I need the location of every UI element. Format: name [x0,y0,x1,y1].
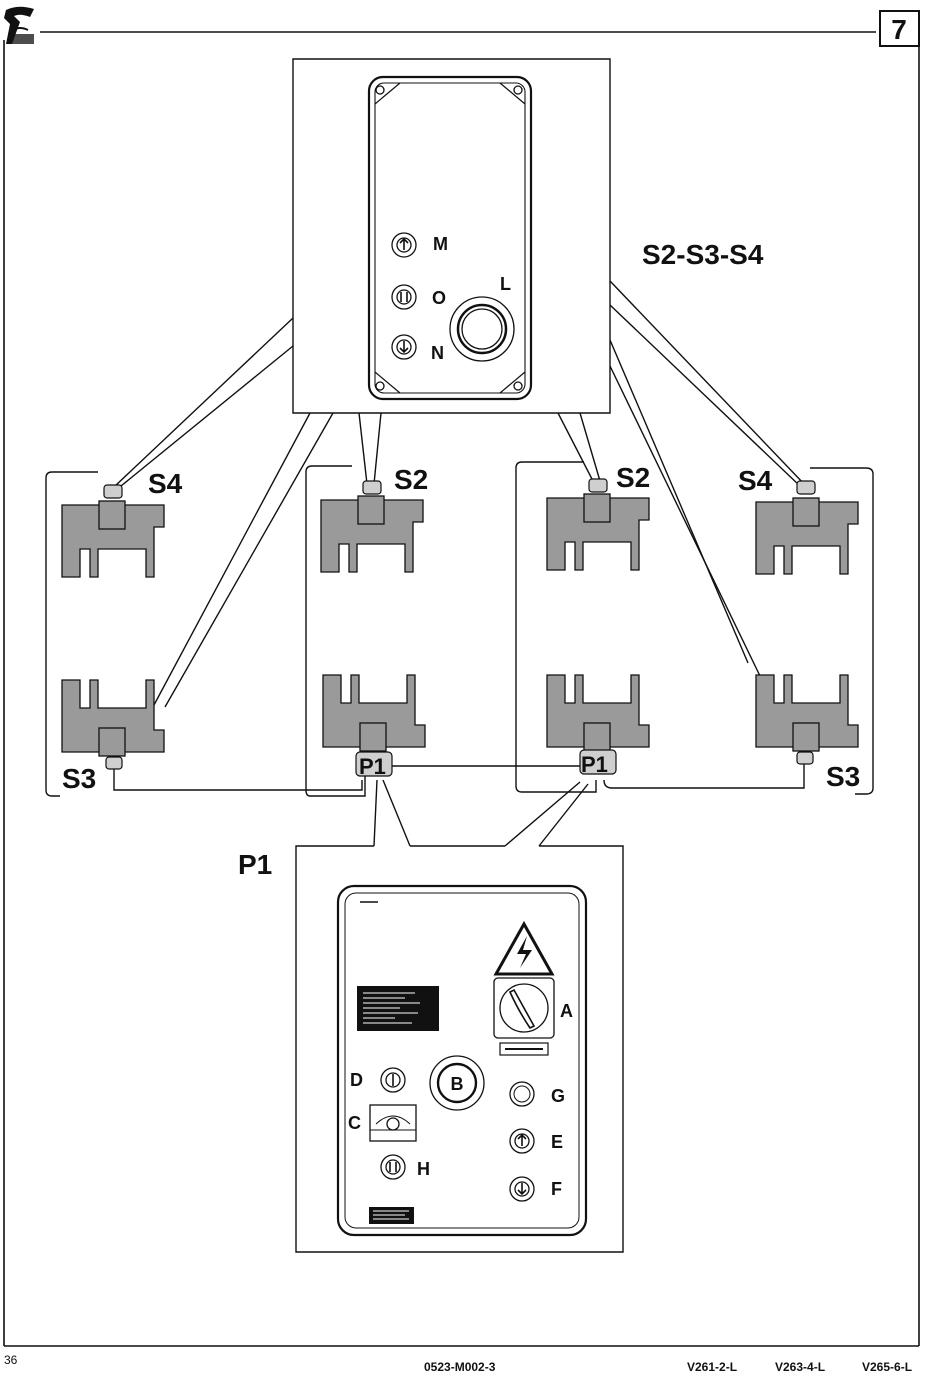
remote-control-box: M O N L [293,59,610,413]
label-s3-left: S3 [62,763,96,794]
label-a: A [560,1001,573,1021]
label-h: H [417,1159,430,1179]
sensor-s3-left [62,680,164,756]
panel-title: P1 [238,849,272,880]
sensor-s3-right [756,675,858,751]
sensor-p1-midleft [323,675,425,751]
button-label-o: O [432,288,446,308]
sensor-p1-midright [547,675,649,751]
model-code-2: V263-4-L [775,1360,825,1374]
label-s3-right: S3 [826,761,860,792]
control-panel: A D B G C E H [296,846,623,1252]
button-label-m: M [433,234,448,254]
page-number: 36 [4,1353,18,1367]
up-button[interactable] [392,233,416,257]
meter-c [370,1105,416,1141]
sensor-s4-right [756,498,858,574]
info-plate [357,986,439,1031]
label-p1-left: P1 [359,754,386,779]
connector [589,479,607,492]
stop-button-b[interactable]: B [430,1056,484,1110]
connector [104,485,122,498]
indicator-g [510,1082,534,1106]
connector [363,481,381,494]
model-code-3: V265-6-L [862,1360,912,1374]
button-label-n: N [431,343,444,363]
page-badge-number: 7 [891,14,907,45]
main-switch-a[interactable] [494,978,554,1055]
sensor-s2-midleft [321,496,423,572]
model-code-1: V261-2-L [687,1360,737,1374]
sensor-s2-midright [547,494,649,570]
label-s4-left: S4 [148,468,183,499]
connector [106,757,122,769]
updown-button-h[interactable] [381,1155,405,1179]
down-button-f[interactable] [510,1177,534,1201]
label-f: F [551,1179,562,1199]
down-button[interactable] [392,335,416,359]
rating-plate [369,1207,414,1224]
connector [797,481,815,494]
label-c: C [348,1113,361,1133]
label-g: G [551,1086,565,1106]
emergency-stop-button[interactable] [450,297,514,361]
page-badge: 7 [880,11,919,46]
label-d: D [350,1070,363,1090]
label-s4-right: S4 [738,465,773,496]
label-b: B [451,1074,464,1094]
updown-button[interactable] [392,285,416,309]
stop-label-l: L [500,274,511,294]
connector [797,752,813,764]
up-button-e[interactable] [510,1129,534,1153]
indicator-d [381,1068,405,1092]
label-s2-midleft: S2 [394,464,428,495]
sensor-group-label: S2-S3-S4 [642,239,764,270]
document-code: 0523-M002-3 [424,1360,496,1374]
label-e: E [551,1132,563,1152]
sensor-s4-left [62,501,164,577]
brand-logo [4,7,34,44]
label-p1-right: P1 [581,752,608,777]
label-s2-midright: S2 [616,462,650,493]
